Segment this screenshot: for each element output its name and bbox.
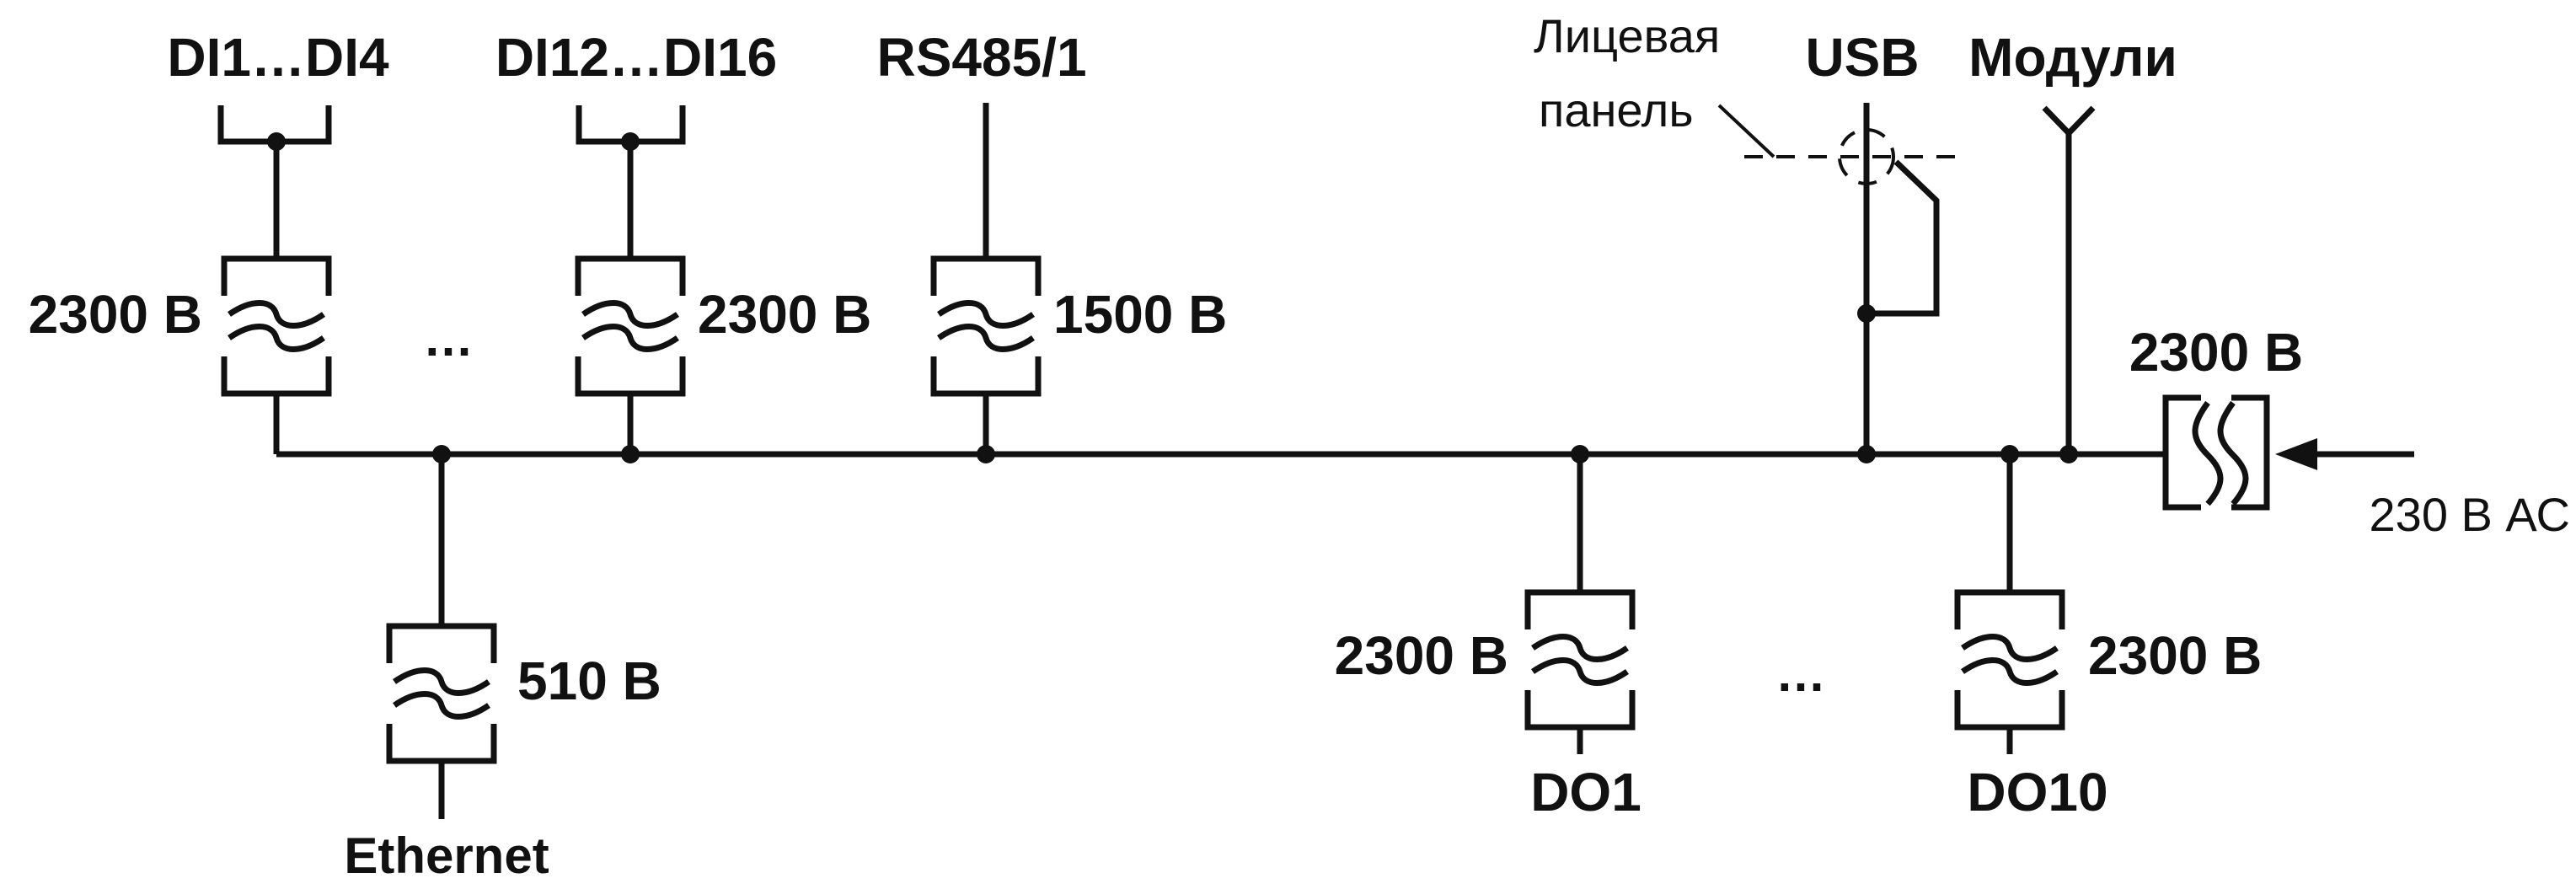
label-power-input: 230 В АС bbox=[2370, 488, 2570, 541]
node-usb-bus bbox=[1857, 445, 1876, 463]
voltage-di1: 2300 В bbox=[29, 284, 202, 345]
isolation-barrier-di1 bbox=[224, 259, 329, 394]
isolation-barrier-rs485 bbox=[934, 259, 1038, 394]
voltage-power: 2300 В bbox=[2129, 322, 2303, 383]
label-front-panel-1: Лицевая bbox=[1534, 9, 1720, 62]
label-do1: DO1 bbox=[1530, 762, 1641, 822]
label-do10: DO10 bbox=[1967, 762, 2107, 822]
branch-di1-di4 bbox=[217, 105, 332, 454]
power-arrow-head bbox=[2275, 438, 2317, 470]
isolation-barrier-do10 bbox=[1957, 592, 2062, 727]
voltage-di12: 2300 В bbox=[698, 284, 871, 345]
ellipsis-top: … bbox=[423, 310, 479, 367]
branch-do10 bbox=[1957, 445, 2062, 754]
label-moduli: Модули bbox=[1968, 27, 2177, 88]
power-input bbox=[2069, 394, 2414, 511]
branch-ethernet bbox=[389, 445, 494, 819]
label-di1-di4: DI1…DI4 bbox=[167, 27, 389, 88]
label-usb: USB bbox=[1805, 27, 1919, 88]
label-rs485: RS485/1 bbox=[876, 27, 1086, 88]
label-ethernet: Ethernet bbox=[344, 827, 549, 884]
voltage-do10: 2300 В bbox=[2088, 625, 2262, 686]
branch-usb bbox=[1717, 103, 1963, 463]
branch-di12-di16 bbox=[578, 105, 686, 463]
voltage-rs485: 1500 В bbox=[1053, 284, 1227, 345]
node-rs485 bbox=[977, 445, 995, 463]
label-front-panel-2: панель bbox=[1539, 83, 1694, 137]
branch-moduli bbox=[2042, 105, 2096, 463]
voltage-ethernet: 510 В bbox=[517, 651, 661, 711]
branch-do1 bbox=[1528, 445, 1632, 754]
usb-connector-circle bbox=[1838, 128, 1895, 185]
voltage-do1: 2300 В bbox=[1335, 625, 1508, 686]
isolation-barrier-ethernet bbox=[389, 626, 494, 761]
isolation-barrier-di12 bbox=[578, 259, 683, 394]
label-di12-di16: DI12…DI16 bbox=[495, 27, 777, 88]
node-di12-bus bbox=[621, 445, 640, 463]
ellipsis-bottom: … bbox=[1775, 645, 1831, 702]
isolation-barrier-do1 bbox=[1528, 592, 1632, 727]
front-panel-leader bbox=[1717, 104, 1775, 158]
branch-rs485 bbox=[934, 103, 1038, 463]
